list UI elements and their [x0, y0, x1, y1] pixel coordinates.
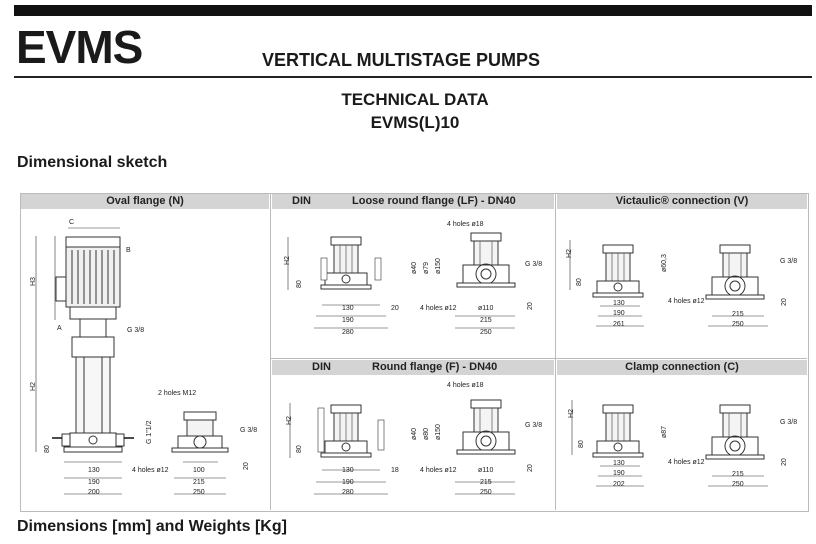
brand-title: EVMS	[16, 21, 143, 73]
loose-din-label: DIN	[292, 195, 311, 207]
round-flange-title: Round flange (F) - DN40	[372, 361, 498, 373]
product-subtitle: VERTICAL MULTISTAGE PUMPS	[262, 50, 541, 70]
top-bar	[14, 5, 812, 16]
clamp-header: Clamp connection (C)	[557, 360, 807, 375]
loose-flange-header: DIN Loose round flange (LF) - DN40	[272, 194, 554, 209]
victaulic-title: Victaulic® connection (V)	[615, 195, 749, 207]
loose-flange-title: Loose round flange (LF) - DN40	[352, 195, 516, 207]
sketch-frame	[20, 193, 809, 512]
clamp-title: Clamp connection (C)	[625, 361, 739, 373]
dimensions-heading: Dimensions [mm] and Weights [Kg]	[17, 518, 287, 535]
model-title: EVMS(L)10	[370, 113, 460, 132]
header-rule	[14, 76, 812, 78]
victaulic-header: Victaulic® connection (V)	[557, 194, 807, 209]
dimensional-sketch-heading: Dimensional sketch	[17, 154, 168, 171]
oval-flange-header: Oval flange (N)	[21, 194, 269, 209]
technical-data-title: TECHNICAL DATA	[341, 90, 489, 109]
oval-flange-title: Oval flange (N)	[106, 195, 184, 207]
round-din-label: DIN	[312, 361, 331, 373]
round-flange-header: DIN Round flange (F) - DN40	[272, 360, 554, 375]
